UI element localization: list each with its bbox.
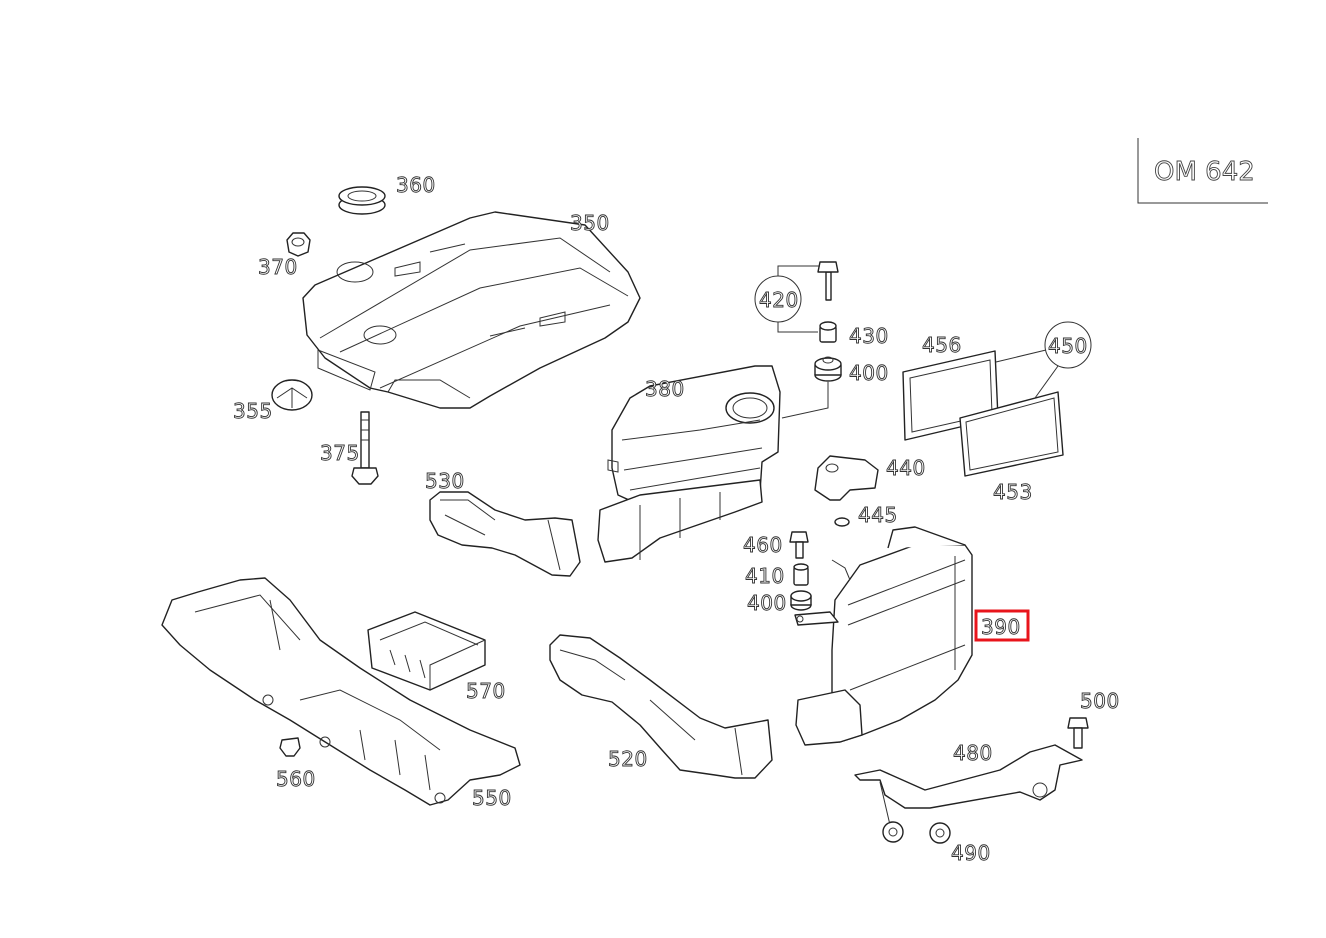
part-390-charge-air-cooler[interactable] — [794, 526, 973, 746]
part-410-spacer[interactable] — [793, 563, 809, 586]
label-360[interactable]: 360 — [396, 173, 436, 198]
label-460[interactable]: 460 — [743, 533, 783, 558]
part-360-grommet[interactable] — [338, 186, 386, 215]
part-560-clip[interactable] — [279, 737, 301, 757]
part-380-air-filter-housing[interactable] — [597, 365, 781, 563]
part-labels: 360 350 370 355 375 380 530 420 430 400 … — [233, 173, 1120, 866]
label-400-b[interactable]: 400 — [747, 591, 787, 616]
part-350-engine-cover[interactable] — [302, 211, 641, 409]
label-445[interactable]: 445 — [858, 503, 898, 528]
part-440-sensor[interactable] — [814, 455, 879, 501]
label-456[interactable]: 456 — [922, 333, 962, 358]
part-430-bushing[interactable] — [819, 321, 837, 343]
label-450[interactable]: 450 — [1048, 334, 1088, 359]
part-570-control-unit[interactable] — [367, 611, 486, 691]
label-380[interactable]: 380 — [645, 377, 685, 402]
label-410[interactable]: 410 — [745, 564, 785, 589]
part-460-bolt[interactable] — [789, 531, 809, 559]
label-570[interactable]: 570 — [466, 679, 506, 704]
label-400-a[interactable]: 400 — [849, 361, 889, 386]
part-520-air-duct[interactable] — [549, 634, 773, 779]
label-440[interactable]: 440 — [886, 456, 926, 481]
part-500-bolt[interactable] — [1067, 717, 1089, 749]
part-400-rubber-mount-a[interactable] — [814, 356, 842, 382]
label-453[interactable]: 453 — [993, 480, 1033, 505]
label-350[interactable]: 350 — [570, 211, 610, 236]
part-490-mount[interactable] — [882, 821, 951, 844]
engine-code-box: OM 642 — [1137, 138, 1268, 204]
label-520[interactable]: 520 — [608, 747, 648, 772]
highlight-box-390 — [974, 609, 1030, 642]
part-355-emblem[interactable] — [271, 379, 313, 411]
label-375[interactable]: 375 — [320, 441, 360, 466]
engine-code: OM 642 — [1154, 157, 1255, 187]
leader-lines — [754, 265, 1092, 419]
part-370-nut[interactable] — [286, 232, 311, 257]
label-370[interactable]: 370 — [258, 255, 298, 280]
label-480[interactable]: 480 — [953, 741, 993, 766]
part-480-bracket[interactable] — [854, 744, 1083, 826]
part-530-air-duct[interactable] — [429, 491, 581, 577]
part-550-support-panel[interactable] — [161, 577, 521, 806]
label-500[interactable]: 500 — [1080, 689, 1120, 714]
label-420[interactable]: 420 — [759, 288, 799, 313]
part-400-rubber-mount-b[interactable] — [790, 590, 812, 611]
part-420-bolt[interactable] — [817, 261, 839, 301]
label-390[interactable]: 390 — [981, 615, 1021, 640]
label-355[interactable]: 355 — [233, 399, 273, 424]
part-453-air-filter-element[interactable] — [959, 391, 1064, 477]
part-375-stud-bolt[interactable] — [351, 411, 379, 485]
label-530[interactable]: 530 — [425, 469, 465, 494]
part-445-o-ring[interactable] — [834, 517, 850, 527]
label-550[interactable]: 550 — [472, 786, 512, 811]
label-430[interactable]: 430 — [849, 324, 889, 349]
label-560[interactable]: 560 — [276, 767, 316, 792]
label-490[interactable]: 490 — [951, 841, 991, 866]
